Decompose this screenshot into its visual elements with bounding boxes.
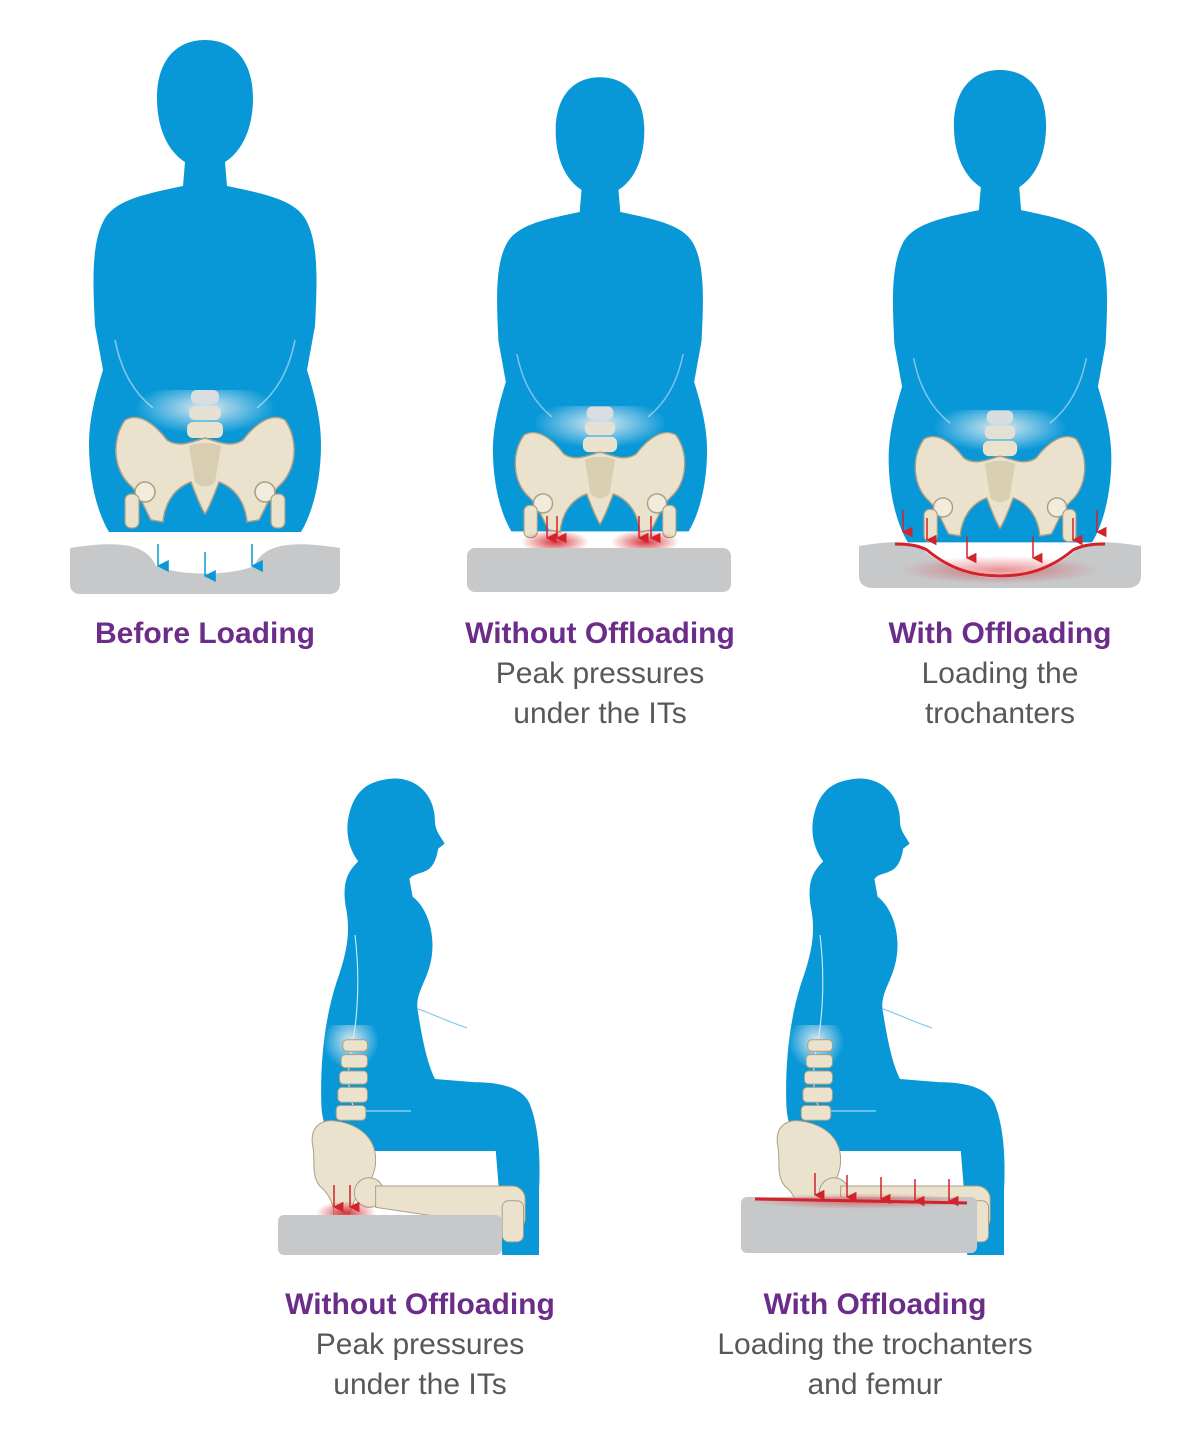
panel-subtitle-line-2: under the ITs [333,1368,507,1401]
figure-with-offloading-back [859,70,1141,588]
panel-title: Before Loading [94,617,315,650]
panel-subtitle-line-2: and femur [807,1368,943,1401]
figure-without-offloading-side [278,777,541,1255]
panel-title: Without Offloading [285,1288,555,1321]
figure-before-loading [70,40,340,594]
panel-subtitle-line-1: Peak pressures [495,657,705,690]
panel-subtitle-line-2: under the ITs [513,697,687,730]
panel-subtitle-line-1: Loading the [921,657,1079,690]
panel-subtitle-line-1: Peak pressures [315,1328,525,1361]
cushion-unloaded [70,544,340,594]
figure-with-offloading-side [741,777,1006,1255]
panel-title: Without Offloading [465,617,735,650]
caption-with-offloading-back: With Offloading Loading the trochanters [820,614,1180,734]
cushion-flat [278,1215,502,1255]
caption-before-loading: Before Loading [40,614,370,654]
figure-without-offloading-back [467,76,731,592]
panel-title: With Offloading [888,617,1112,650]
panel-subtitle-line-2: trochanters [924,697,1076,730]
panel-title: With Offloading [763,1288,987,1321]
caption-without-offloading-back: Without Offloading Peak pressures under … [420,614,780,734]
panel-subtitle-line-1: Loading the trochanters [717,1328,1033,1361]
caption-with-offloading-side: With Offloading Loading the trochanters … [660,1285,1090,1405]
cushion-contoured [741,1197,977,1253]
caption-without-offloading-side: Without Offloading Peak pressures under … [240,1285,600,1405]
cushion-flat [467,548,731,592]
